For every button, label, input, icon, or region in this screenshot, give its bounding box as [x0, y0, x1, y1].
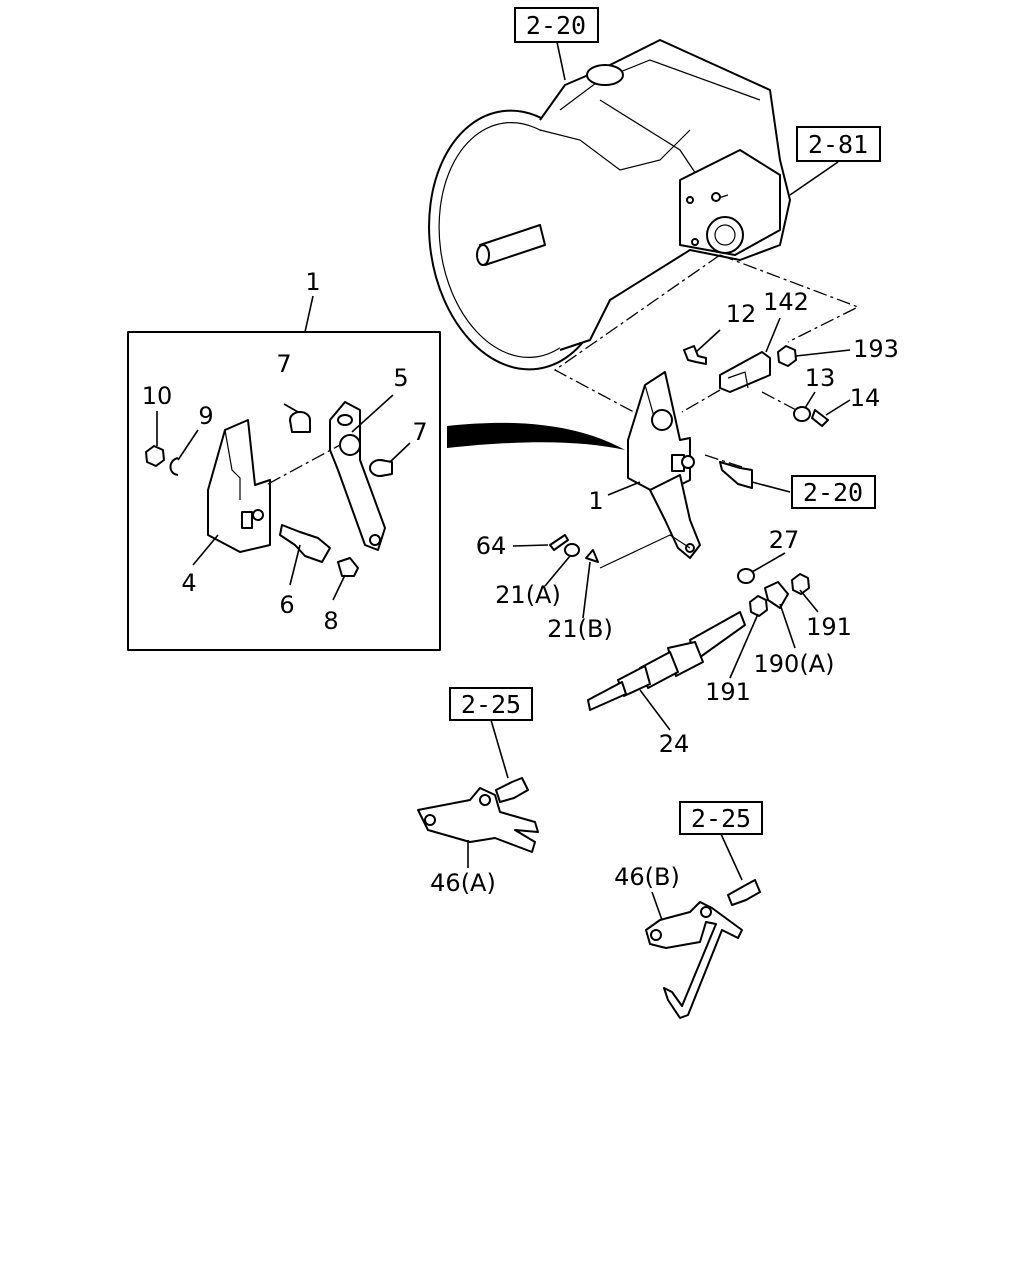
callout-6: 6 — [279, 591, 294, 619]
ref-label: 2-81 — [808, 130, 868, 159]
inset-clip-9 — [169, 457, 179, 476]
callout-1-assembly: 1 — [305, 268, 320, 296]
clevis-142 — [719, 351, 771, 393]
nut-190a — [764, 581, 789, 609]
ref-label: 2-25 — [461, 690, 521, 719]
ref-box-2-20-top[interactable]: 2-20 — [514, 7, 599, 43]
inset-nut-10 — [145, 445, 165, 467]
callout-21b: 21(B) — [547, 615, 613, 643]
ref-box-2-25-b[interactable]: 2-25 — [679, 801, 763, 835]
ref-label: 2-25 — [691, 804, 751, 833]
ref-box-2-25-a[interactable]: 2-25 — [449, 687, 533, 721]
callout-12: 12 — [726, 300, 757, 328]
callout-190a: 190(A) — [754, 650, 835, 678]
callout-142: 142 — [763, 288, 809, 316]
callout-1-main: 1 — [588, 487, 603, 515]
bolt-12 — [683, 345, 707, 365]
callout-46b: 46(B) — [614, 863, 680, 891]
inset-bracket-4 — [207, 419, 271, 553]
callout-14: 14 — [850, 384, 881, 412]
callout-64: 64 — [476, 532, 507, 560]
clip-21b — [585, 549, 599, 563]
callout-4: 4 — [181, 569, 196, 597]
callout-13: 13 — [805, 364, 836, 392]
nut-193 — [777, 345, 797, 367]
callout-9: 9 — [198, 402, 213, 430]
ref-label: 2-20 — [803, 478, 863, 507]
inset-nut-8 — [337, 557, 359, 577]
inset-bushing-7-top — [289, 411, 311, 433]
assembly-detail-box — [127, 331, 441, 651]
bolt-46a — [495, 777, 529, 803]
callout-193: 193 — [853, 335, 899, 363]
cable-24 — [587, 611, 746, 711]
bracket-46a — [417, 787, 539, 853]
washer-27 — [737, 568, 755, 584]
bolt-2-20 — [719, 461, 753, 489]
callout-191-right: 191 — [806, 613, 852, 641]
transmission-housing — [428, 39, 791, 371]
cotter-64 — [549, 534, 569, 551]
ref-box-2-81[interactable]: 2-81 — [796, 126, 881, 162]
callout-46a: 46(A) — [430, 869, 496, 897]
washer-21a — [564, 543, 580, 557]
washer-13 — [793, 406, 811, 422]
detail-arrow — [447, 422, 625, 450]
callout-10: 10 — [142, 382, 173, 410]
main-bracket-1 — [627, 371, 701, 559]
callout-5: 5 — [393, 364, 408, 392]
pin-14 — [811, 409, 829, 427]
inset-pin-6 — [279, 524, 331, 563]
ref-box-2-20-mid[interactable]: 2-20 — [791, 475, 876, 509]
nut-191-left — [749, 595, 768, 617]
callout-24: 24 — [659, 730, 690, 758]
callout-7-right: 7 — [412, 418, 427, 446]
callout-21a: 21(A) — [495, 581, 561, 609]
bracket-46b — [645, 901, 743, 1019]
nut-191-right — [791, 573, 810, 595]
callout-27: 27 — [769, 526, 800, 554]
ref-label: 2-20 — [526, 11, 586, 40]
inset-bushing-7-right — [369, 459, 393, 477]
callout-8: 8 — [323, 607, 338, 635]
bolt-46b — [727, 879, 761, 906]
callout-191-left: 191 — [705, 678, 751, 706]
callout-7-top: 7 — [276, 350, 291, 378]
